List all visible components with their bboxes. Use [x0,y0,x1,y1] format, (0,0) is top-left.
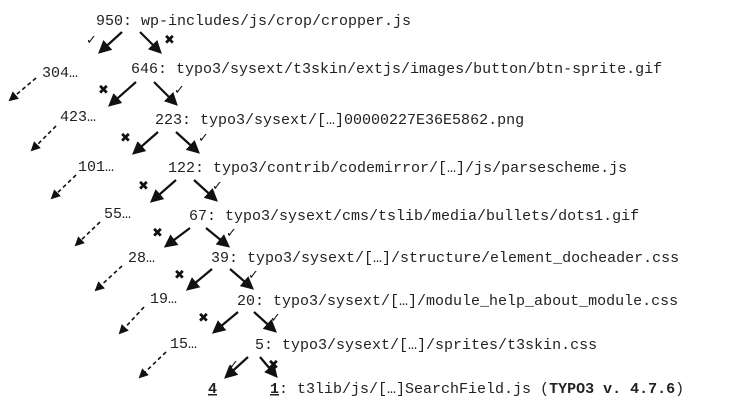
pruned-arrow [138,351,167,379]
cross-icon: ✖ [198,311,209,326]
pruned-label-5: 19… [150,291,177,308]
pruned-arrow [118,306,145,335]
cross-icon: ✖ [174,268,185,283]
branch-arrow [163,227,191,248]
tree-node-6: 20: typo3/sysext/[…]/module_help_about_m… [237,293,678,310]
check-icon: ✓ [86,33,97,48]
cross-icon: ✖ [268,358,279,373]
branch-arrow [259,356,278,379]
branch-arrow [193,179,218,202]
pruned-arrow [74,221,101,247]
node-path: : typo3/sysext/t3skin/extjs/images/butto… [158,61,662,78]
cross-icon: ✖ [138,179,149,194]
branch-arrow [150,179,177,203]
branch-arrow [224,356,249,379]
node-path: : typo3/sysext/[…]/module_help_about_mod… [255,293,678,310]
cross-icon: ✖ [120,131,131,146]
pruned-arrow [30,125,57,152]
leaf-count: 1 [270,381,279,398]
tree-node-0: 950: wp-includes/js/crop/cropper.js [96,13,411,30]
leaf-node-left: 4 [208,381,217,398]
tree-node-7: 5: typo3/sysext/[…]/sprites/t3skin.css [255,337,597,354]
node-path: : typo3/sysext/[…]/structure/element_doc… [229,250,679,267]
check-icon: ✓ [248,268,259,283]
node-count: 20 [237,293,255,310]
leaf-node-right: 1: t3lib/js/[…]SearchField.js (TYPO3 v. … [270,381,684,398]
branch-arrow [205,227,231,248]
check-icon: ✓ [270,311,281,326]
pruned-label-3: 55… [104,206,131,223]
pruned-arrow [50,174,77,200]
check-icon: ✓ [226,226,237,241]
check-icon: ✓ [212,179,223,194]
pruned-label-4: 28… [128,250,155,267]
node-path: : wp-includes/js/crop/cropper.js [123,13,411,30]
node-count: 67 [189,208,207,225]
leaf-path: : t3lib/js/[…]SearchField.js ( [279,381,549,398]
node-path: : typo3/sysext/[…]00000227E36E5862.png [182,112,524,129]
check-icon: ✓ [174,83,185,98]
pruned-label-0: 304… [42,65,78,82]
branch-arrow [175,131,200,154]
branch-arrow [229,268,254,290]
branch-arrow [211,311,239,334]
tree-node-2: 223: typo3/sysext/[…]00000227E36E5862.pn… [155,112,524,129]
cross-icon: ✖ [98,83,109,98]
node-count: 122 [168,160,195,177]
branch-arrow [132,131,159,155]
tree-node-1: 646: typo3/sysext/t3skin/extjs/images/bu… [131,61,662,78]
branch-arrow [139,31,162,54]
check-icon: ✓ [228,358,239,373]
check-icon: ✓ [198,131,209,146]
node-count: 39 [211,250,229,267]
branch-arrow [108,81,137,107]
branch-arrow [185,268,213,291]
pruned-label-2: 101… [78,159,114,176]
leaf-close: ) [675,381,684,398]
node-count: 223 [155,112,182,129]
pruned-label-1: 423… [60,109,96,126]
node-count: 950 [96,13,123,30]
node-count: 646 [131,61,158,78]
pruned-label-6: 15… [170,336,197,353]
tree-node-4: 67: typo3/sysext/cms/tslib/media/bullets… [189,208,639,225]
cross-icon: ✖ [152,226,163,241]
leaf-version: TYPO3 v. 4.7.6 [549,381,675,398]
node-path: : typo3/contrib/codemirror/[…]/js/parses… [195,160,627,177]
node-path: : typo3/sysext/cms/tslib/media/bullets/d… [207,208,639,225]
tree-node-3: 122: typo3/contrib/codemirror/[…]/js/par… [168,160,627,177]
pruned-arrow [8,77,37,102]
branch-arrow [153,81,178,106]
node-path: : typo3/sysext/[…]/sprites/t3skin.css [264,337,597,354]
branch-arrow [98,31,123,54]
branch-arrow [253,311,277,333]
cross-icon: ✖ [164,33,175,48]
tree-node-5: 39: typo3/sysext/[…]/structure/element_d… [211,250,679,267]
node-count: 5 [255,337,264,354]
pruned-arrow [94,265,123,292]
